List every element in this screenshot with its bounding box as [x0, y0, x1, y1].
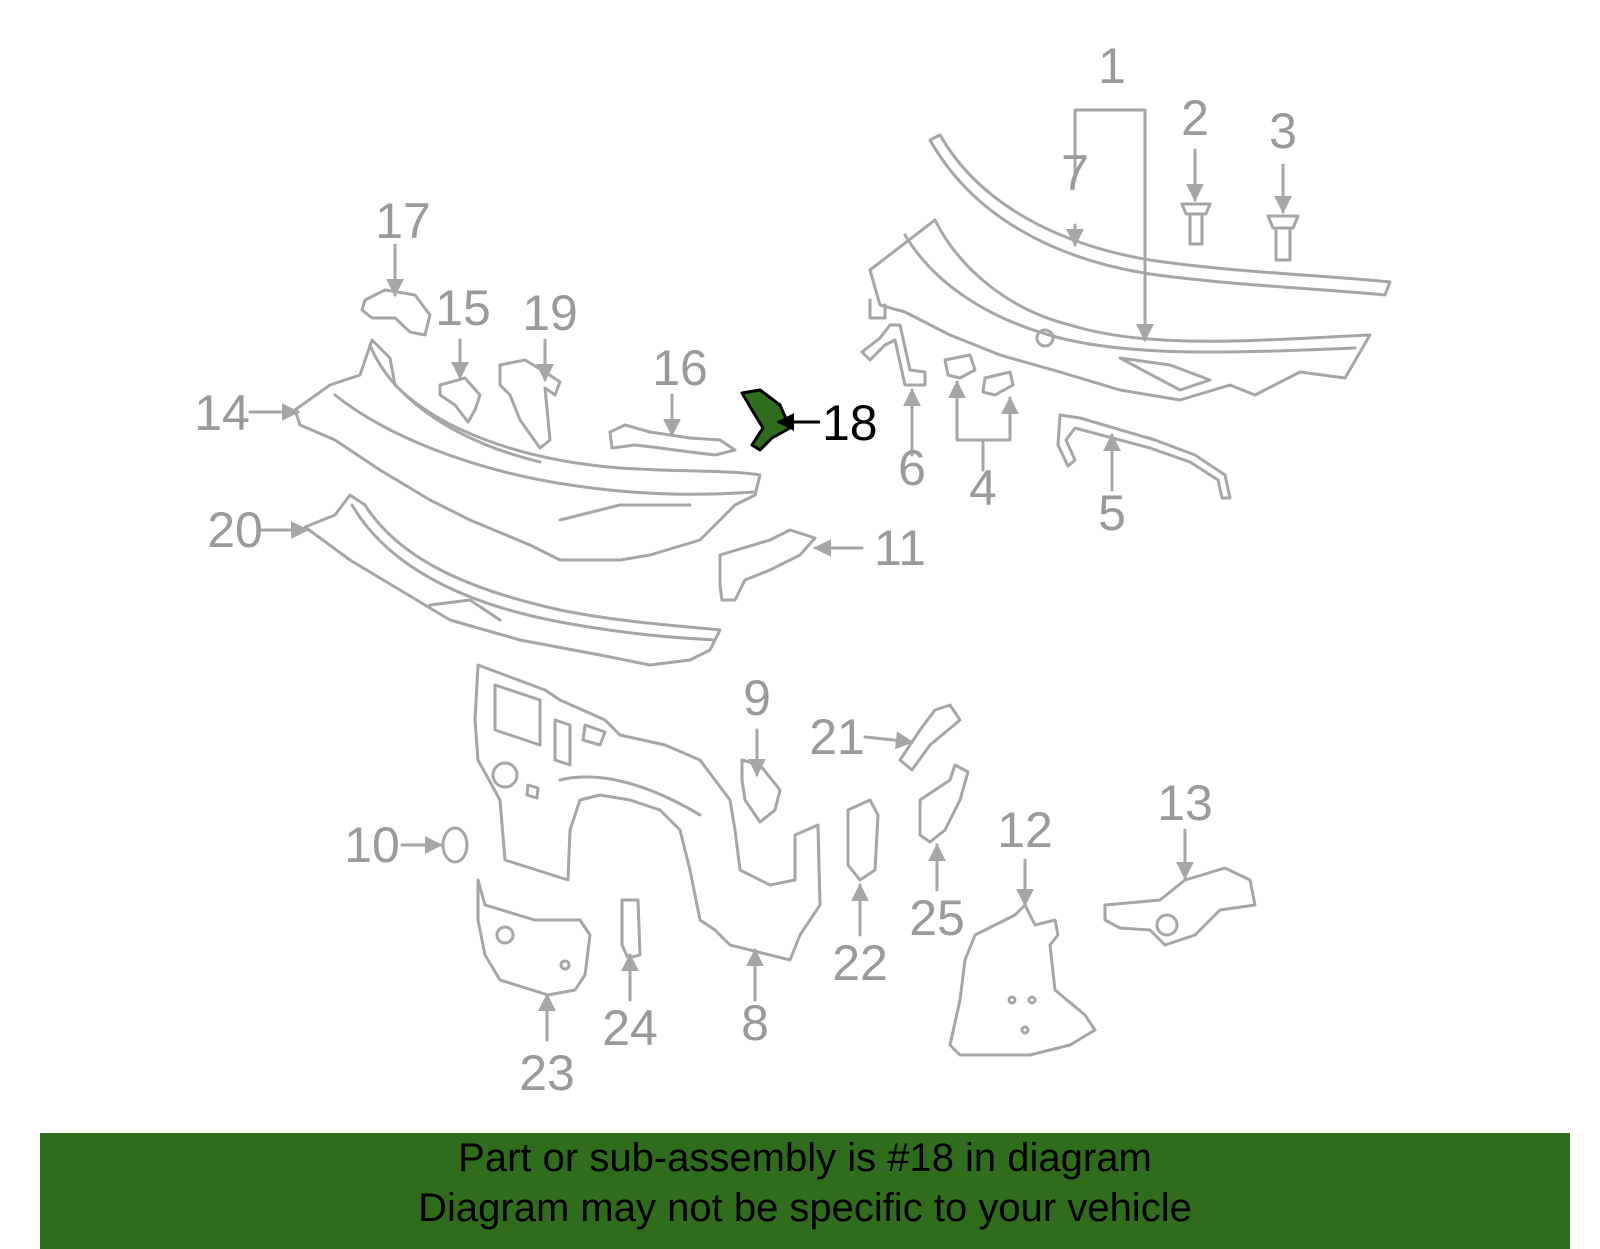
part-2-push-pin [1180, 202, 1212, 246]
parts-diagram: 1 2 3 7 17 15 19 16 14 6 4 5 20 11 9 21 … [194, 38, 1392, 1101]
caption: Part or sub-assembly is #18 in diagram D… [40, 1133, 1570, 1249]
part-dash-panel [473, 663, 822, 962]
part-20-plenum-panel [303, 493, 722, 667]
part-15-bracket [438, 376, 482, 424]
caption-line-2: Diagram may not be specific to your vehi… [418, 1186, 1192, 1230]
label-24: 24 [602, 1000, 658, 1056]
label-14: 14 [194, 385, 250, 441]
part-16-reinforcement [608, 423, 737, 457]
part-25-bracket [918, 763, 970, 844]
leader-4b [981, 396, 1019, 442]
part-6-bracket [860, 323, 927, 387]
caption-banner [40, 1133, 1570, 1249]
part-17-bracket [360, 288, 432, 337]
label-8: 8 [741, 995, 769, 1051]
label-13: 13 [1157, 775, 1213, 831]
label-1: 1 [1098, 38, 1126, 94]
label-20: 20 [207, 502, 263, 558]
part-4-clip-b [981, 370, 1015, 397]
part-10-grommet [441, 826, 469, 864]
label-3: 3 [1269, 103, 1297, 159]
part-7-weatherstrip [928, 133, 1392, 297]
part-4-clip-a [943, 353, 977, 380]
part-21-bracket [898, 703, 962, 772]
part-14-cowl-panel [293, 338, 762, 562]
leader-1 [1073, 108, 1147, 342]
part-24-strip [620, 898, 642, 960]
label-5: 5 [1098, 485, 1126, 541]
part-12-panel [948, 903, 1097, 1057]
label-17: 17 [375, 193, 431, 249]
part-22-bracket [846, 798, 880, 882]
label-12: 12 [997, 802, 1053, 858]
label-16: 16 [652, 340, 708, 396]
part-18-highlighted [740, 388, 792, 452]
part-11-bracket [718, 528, 817, 602]
label-4: 4 [969, 460, 997, 516]
label-25: 25 [909, 890, 965, 946]
part-13-mount [1103, 866, 1257, 947]
label-19: 19 [522, 285, 578, 341]
part-9-bracket [740, 758, 782, 824]
label-2: 2 [1181, 90, 1209, 146]
leader-4a [948, 380, 985, 472]
part-1-cowl-upper-panel [868, 218, 1372, 402]
part-5-hose [1056, 413, 1232, 500]
label-6: 6 [898, 440, 926, 496]
label-22: 22 [832, 935, 888, 991]
label-11: 11 [874, 520, 926, 576]
leader-21 [863, 731, 914, 750]
label-10: 10 [344, 817, 400, 873]
part-3-push-pin [1266, 214, 1300, 262]
label-23: 23 [519, 1045, 575, 1101]
part-23-bracket [476, 878, 592, 997]
label-9: 9 [743, 670, 771, 726]
part-19-bracket [498, 358, 562, 450]
caption-line-1: Part or sub-assembly is #18 in diagram [458, 1136, 1152, 1180]
label-7: 7 [1061, 145, 1089, 201]
label-18-highlighted: 18 [822, 395, 878, 451]
caption-banner-background [40, 1133, 1570, 1249]
label-15: 15 [435, 280, 491, 336]
label-21: 21 [809, 709, 865, 765]
